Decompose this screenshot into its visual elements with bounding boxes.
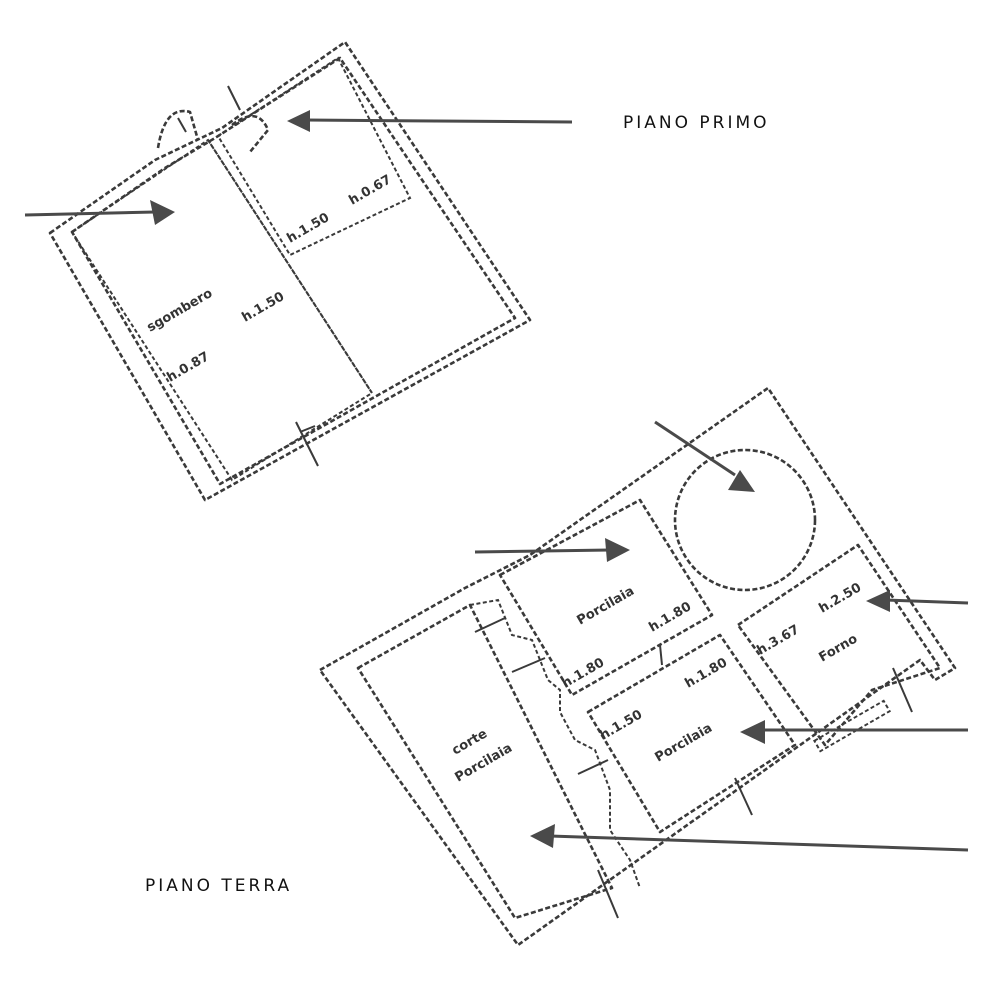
primo-door-tick-4 bbox=[299, 425, 316, 433]
terra-round-room bbox=[673, 448, 817, 592]
terra-arrow-diag-line bbox=[654, 420, 736, 477]
piano-terra-plan: corte Porcilaia Porcilaia h.1.80 h.1.80 … bbox=[318, 386, 969, 947]
primo-door-left bbox=[156, 109, 200, 149]
terra-label-h180-a: h.1.80 bbox=[560, 655, 608, 691]
terra-arrow-diag-head bbox=[728, 470, 755, 492]
primo-door-tick-1 bbox=[227, 85, 241, 111]
primo-right-room bbox=[216, 56, 412, 257]
terra-outer-wall bbox=[318, 386, 957, 947]
terra-label-porcilaia-bottom: Porcilaia bbox=[653, 721, 715, 766]
terra-arrow-corte-line bbox=[549, 834, 969, 852]
terra-door-tick-2 bbox=[511, 657, 546, 673]
primo-arrow-top-head bbox=[287, 110, 310, 132]
terra-corridor-wall bbox=[469, 598, 641, 889]
primo-label-h150-left: h.1.50 bbox=[240, 289, 288, 325]
terra-door-tick-6 bbox=[892, 667, 913, 713]
primo-door-tick-2 bbox=[177, 117, 187, 133]
terra-door-tick-1 bbox=[474, 617, 506, 633]
primo-arrow-top-line bbox=[304, 118, 573, 124]
primo-label-h067: h.0.67 bbox=[347, 172, 395, 208]
primo-left-room bbox=[70, 138, 374, 482]
terra-arrow-forno-head bbox=[866, 590, 890, 612]
primo-door-tick-3 bbox=[295, 421, 319, 467]
terra-label-porcilaia-top: Porcilaia bbox=[575, 584, 637, 629]
primo-label-h087: h.0.87 bbox=[165, 349, 213, 385]
terra-porcilaia-top-room bbox=[498, 498, 714, 697]
primo-label-sgombero: sgombero bbox=[145, 286, 216, 336]
terra-arrow-corte-head bbox=[530, 824, 555, 848]
piano-primo-title: PIANO PRIMO bbox=[623, 113, 770, 133]
primo-arrow-left-head bbox=[150, 200, 175, 225]
primo-outer-wall bbox=[48, 40, 532, 502]
terra-porcilaia-bottom-room bbox=[586, 633, 797, 834]
terra-label-forno: Forno bbox=[817, 631, 861, 665]
primo-label-h150-right: h.1.50 bbox=[285, 210, 333, 246]
terra-inner-wall bbox=[356, 603, 614, 920]
piano-primo-plan: sgombero h.1.50 h.0.87 h.1.50 h.0.67 bbox=[24, 40, 573, 502]
terra-label-h250: h.2.50 bbox=[817, 580, 865, 616]
terra-arrow-forno-line bbox=[884, 598, 969, 605]
piano-terra-title: PIANO TERRA bbox=[145, 876, 293, 896]
terra-label-h367: h.3.67 bbox=[755, 622, 803, 658]
terra-door-tick-5 bbox=[734, 777, 753, 816]
terra-label-h150: h.1.50 bbox=[598, 707, 646, 743]
primo-divider bbox=[207, 139, 373, 394]
terra-door-tick-4 bbox=[597, 869, 619, 919]
primo-arrow-left-line bbox=[24, 210, 156, 217]
terra-arrow-mid-line bbox=[474, 548, 611, 554]
terra-label-h180-c: h.1.80 bbox=[683, 655, 731, 691]
terra-door-tick-7 bbox=[659, 644, 663, 666]
terra-arrow-mid-head bbox=[605, 538, 630, 562]
terra-door-tick-3 bbox=[577, 759, 609, 775]
primo-door-right bbox=[231, 114, 270, 153]
terra-arrow-porcilaia-head bbox=[740, 720, 765, 744]
terra-forno-room bbox=[736, 543, 942, 747]
